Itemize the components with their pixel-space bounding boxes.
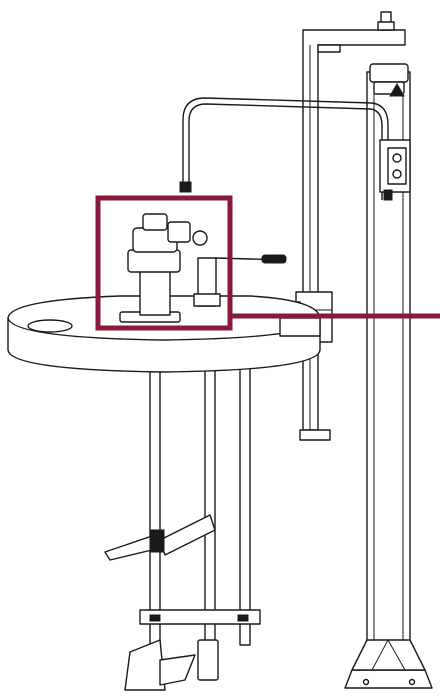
gear-motor (119, 213, 287, 323)
hydraulic-hose (179, 97, 389, 200)
highlight-frame (95, 195, 233, 331)
highlight-callout (95, 195, 440, 331)
column-base (344, 639, 433, 689)
impeller-lower (124, 609, 261, 691)
control-valve (379, 83, 411, 201)
warning-triangle-icon (389, 83, 405, 97)
lift-frame (299, 11, 406, 441)
column-top-cap (369, 63, 409, 83)
impeller-upper (104, 514, 216, 561)
